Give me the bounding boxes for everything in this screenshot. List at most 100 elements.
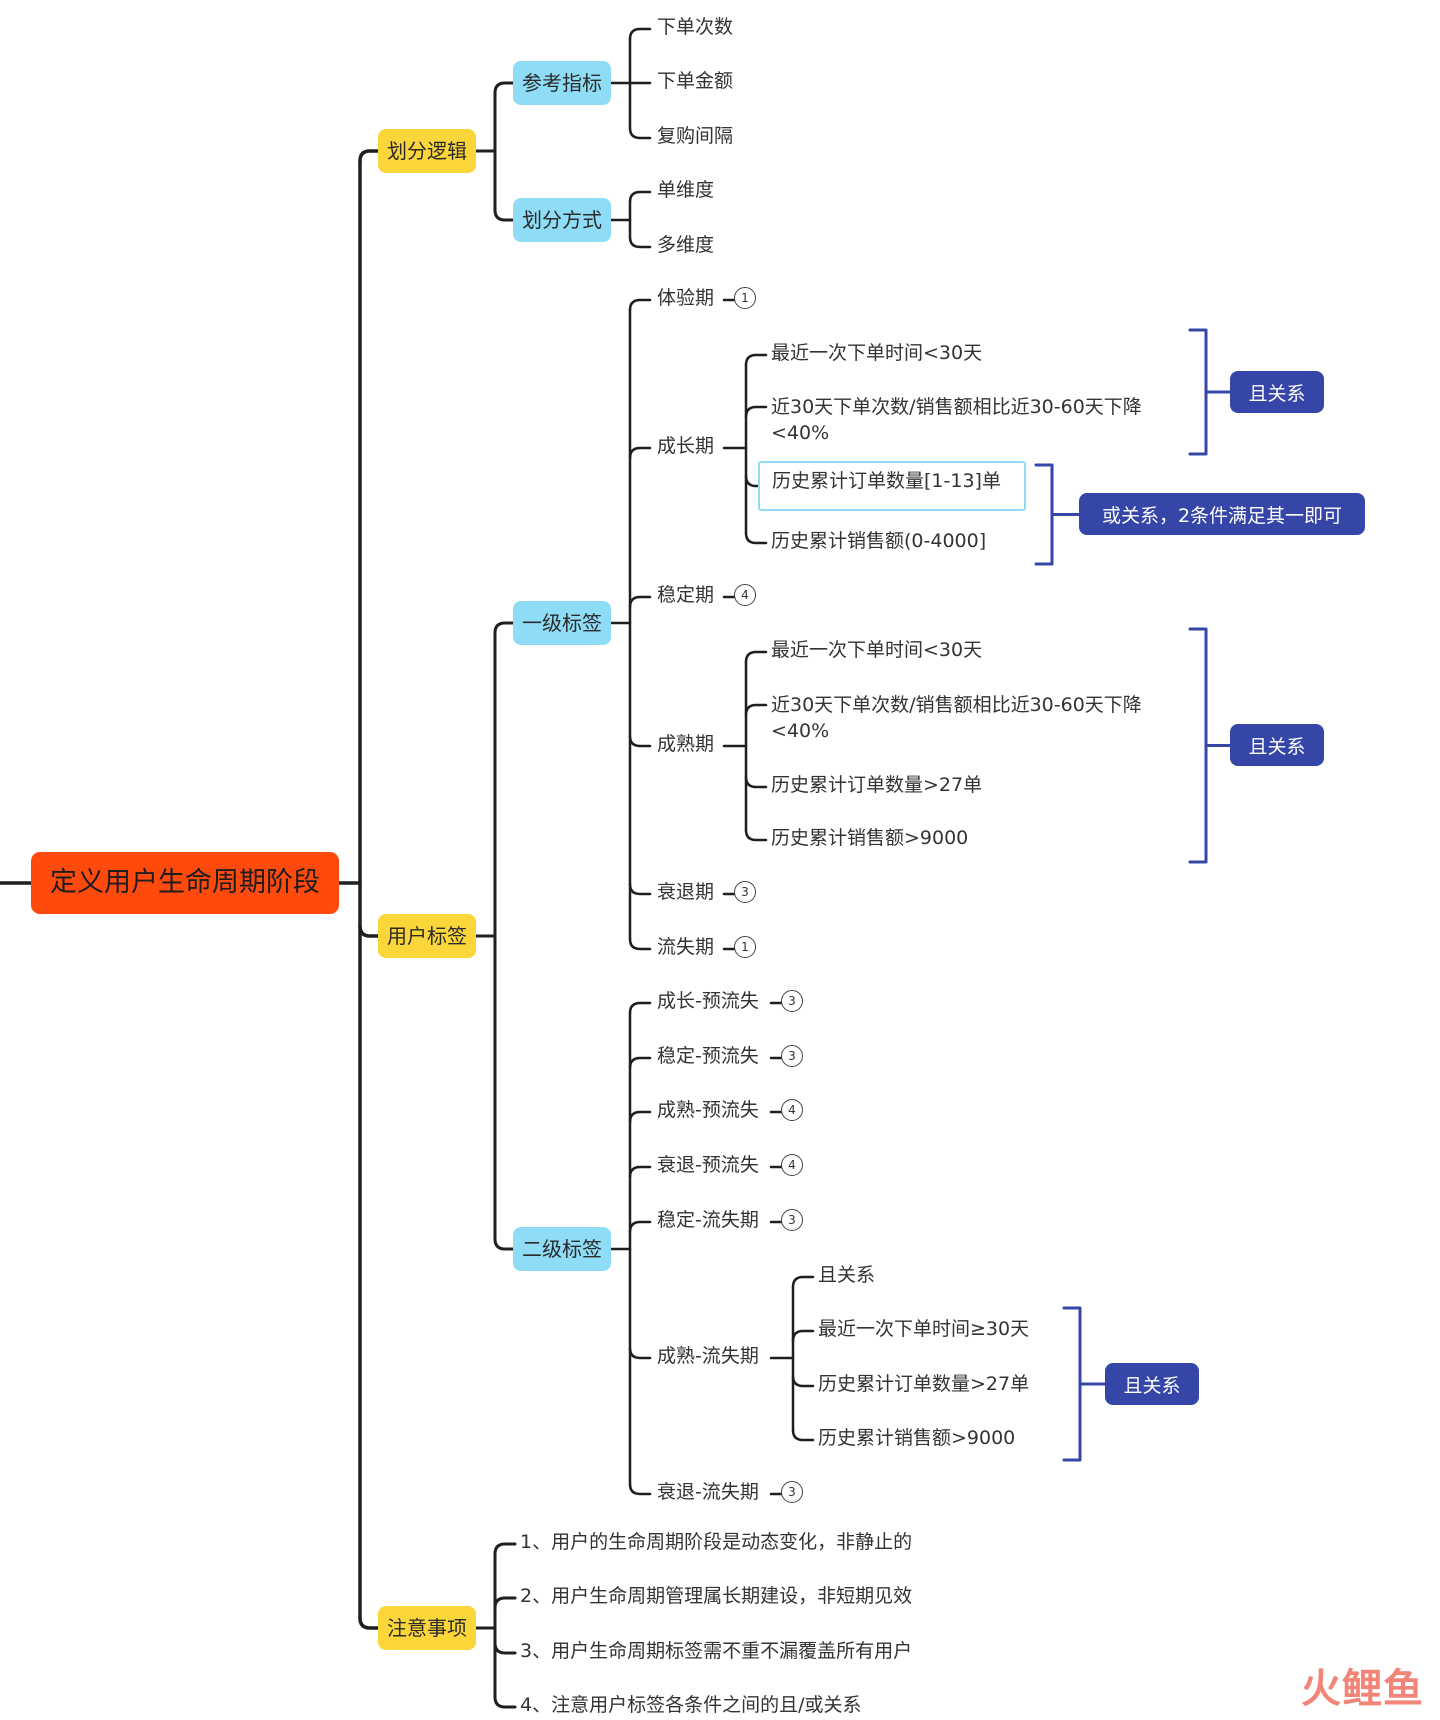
tag-and-relation[interactable]: 且关系 [1230,371,1324,413]
leaf-order-amount[interactable]: 下单金额 [657,70,734,92]
leaf-stable-stage[interactable]: 稳定期 [657,584,715,606]
count-badge: 3 [781,1209,803,1231]
leaf-growth-pre-churn[interactable]: 成长-预流失 [657,990,759,1012]
leaf-growth-stage[interactable]: 成长期 [657,435,715,457]
leaf-single-dimension[interactable]: 单维度 [657,179,715,201]
leaf-stable-pre-churn[interactable]: 稳定-预流失 [657,1045,759,1067]
notes-to-items-branch [493,1641,517,1655]
leaf-repurchase-interval[interactable]: 复购间隔 [657,125,734,147]
cond-growth-decline-rate[interactable]: 近30天下单次数/销售额相比近30-60天下降<40% [771,396,1142,444]
leaf-multi-dimension[interactable]: 多维度 [657,234,715,256]
growth-to-conds-branch [744,474,768,488]
notes-to-items-branch [493,1695,517,1709]
reference-to-items-branch [628,27,652,41]
logic-to-level2-branch [493,208,515,222]
cond-mature-churn-recent-order[interactable]: 最近一次下单时间≥30天 [818,1318,1030,1340]
secondary-to-items-branch [628,1165,652,1179]
count-badge: 3 [781,1045,803,1067]
mature-churn-to-conds-branch [791,1428,815,1442]
cond-mature-decline-rate[interactable]: 近30天下单次数/销售额相比近30-60天下降<40% [771,694,1142,742]
mature-to-conds-branch [744,650,768,664]
count-badge: 3 [734,881,756,903]
root-to-level1-branch [358,1616,380,1630]
cond-growth-recent-order[interactable]: 最近一次下单时间<30天 [771,342,983,364]
secondary-to-items-branch [628,1110,652,1124]
primary-to-stages-branch [628,298,652,312]
secondary-to-items-branch [628,1001,652,1015]
leaf-decline-stage[interactable]: 衰退期 [657,881,715,903]
notes-to-items-branch [493,1596,517,1610]
note-item-4[interactable]: 4、注意用户标签各条件之间的且/或关系 [520,1694,862,1716]
tags-to-level2-branch [493,621,515,635]
cond-mature-churn-and[interactable]: 且关系 [818,1264,876,1286]
cond-mature-churn-sales-amount[interactable]: 历史累计销售额>9000 [818,1427,1016,1449]
tag-or-relation[interactable]: 或关系，2条件满足其一即可 [1079,493,1365,535]
growth-to-conds-branch [744,353,768,367]
node-reference-metrics[interactable]: 参考指标 [513,61,611,105]
leaf-order-count[interactable]: 下单次数 [657,16,734,38]
tag-and-relation[interactable]: 且关系 [1105,1363,1199,1405]
count-badge: 4 [781,1099,803,1121]
cond-mature-recent-order[interactable]: 最近一次下单时间<30天 [771,639,983,661]
count-badge: 1 [734,287,756,309]
leaf-decline-churn[interactable]: 衰退-流失期 [657,1481,759,1503]
leaf-decline-pre-churn[interactable]: 衰退-预流失 [657,1154,759,1176]
watermark-logo: 火鲤鱼 [1301,1666,1424,1712]
method-to-items-branch [628,190,652,204]
secondary-to-items-branch [628,1482,652,1496]
mature-churn-to-conds-branch [791,1374,815,1388]
notes-to-items-branch [493,1542,517,1556]
cond-mature-sales-amount[interactable]: 历史累计销售额>9000 [771,827,969,849]
node-secondary-tags[interactable]: 二级标签 [513,1227,611,1271]
primary-to-stages-branch [628,734,652,748]
secondary-to-items-branch [628,1056,652,1070]
mature-and-bracket [1188,627,1208,864]
growth-and-bracket [1188,328,1208,456]
cond-mature-order-count[interactable]: 历史累计订单数量>27单 [771,774,983,796]
root-node[interactable]: 定义用户生命周期阶段 [31,852,339,914]
count-badge: 1 [734,936,756,958]
branch-user-tags[interactable]: 用户标签 [378,914,476,958]
secondary-to-items-branch [628,1346,652,1360]
mature-churn-to-conds-branch [791,1275,815,1289]
mature-churn-to-conds-branch [791,1329,815,1343]
leaf-churn-stage[interactable]: 流失期 [657,936,715,958]
primary-to-stages-branch [628,882,652,896]
leaf-mature-churn[interactable]: 成熟-流失期 [657,1345,759,1367]
tag-and-relation[interactable]: 且关系 [1230,724,1324,766]
note-item-1[interactable]: 1、用户的生命周期阶段是动态变化，非静止的 [520,1531,913,1553]
node-primary-tags[interactable]: 一级标签 [513,601,611,645]
tags-to-level2-branch [493,1237,515,1251]
primary-to-stages-branch [628,446,652,460]
method-to-items-branch [628,235,652,249]
root-to-level1-branch [358,924,380,938]
branch-notes[interactable]: 注意事项 [378,1606,476,1650]
branch-logic[interactable]: 划分逻辑 [378,129,476,173]
logic-to-level2-branch [493,81,515,95]
primary-to-stages-branch [628,595,652,609]
primary-to-stages-branch [628,937,652,951]
leaf-mature-pre-churn[interactable]: 成熟-预流失 [657,1099,759,1121]
cond-mature-churn-order-count[interactable]: 历史累计订单数量>27单 [818,1373,1030,1395]
note-item-2[interactable]: 2、用户生命周期管理属长期建设，非短期见效 [520,1585,913,1607]
count-badge: 4 [734,584,756,606]
node-division-method[interactable]: 划分方式 [513,198,611,242]
leaf-stable-churn[interactable]: 稳定-流失期 [657,1209,759,1231]
leaf-mature-stage[interactable]: 成熟期 [657,733,715,755]
growth-to-conds-branch [744,405,768,419]
note-item-3[interactable]: 3、用户生命周期标签需不重不漏覆盖所有用户 [520,1640,913,1662]
mature-to-conds-branch [744,703,768,717]
growth-to-conds-branch [744,531,768,545]
growth-or-bracket [1034,463,1054,566]
count-badge: 4 [781,1154,803,1176]
leaf-trial-stage[interactable]: 体验期 [657,287,715,309]
count-badge: 3 [781,990,803,1012]
root-to-level1-branch [358,149,380,163]
cond-growth-sales-amount[interactable]: 历史累计销售额(0-4000] [771,530,987,552]
count-badge: 3 [781,1481,803,1503]
cond-growth-order-count[interactable]: 历史累计订单数量[1-13]单 [758,461,1026,511]
reference-to-items-branch [628,126,652,140]
secondary-to-items-branch [628,1220,652,1234]
